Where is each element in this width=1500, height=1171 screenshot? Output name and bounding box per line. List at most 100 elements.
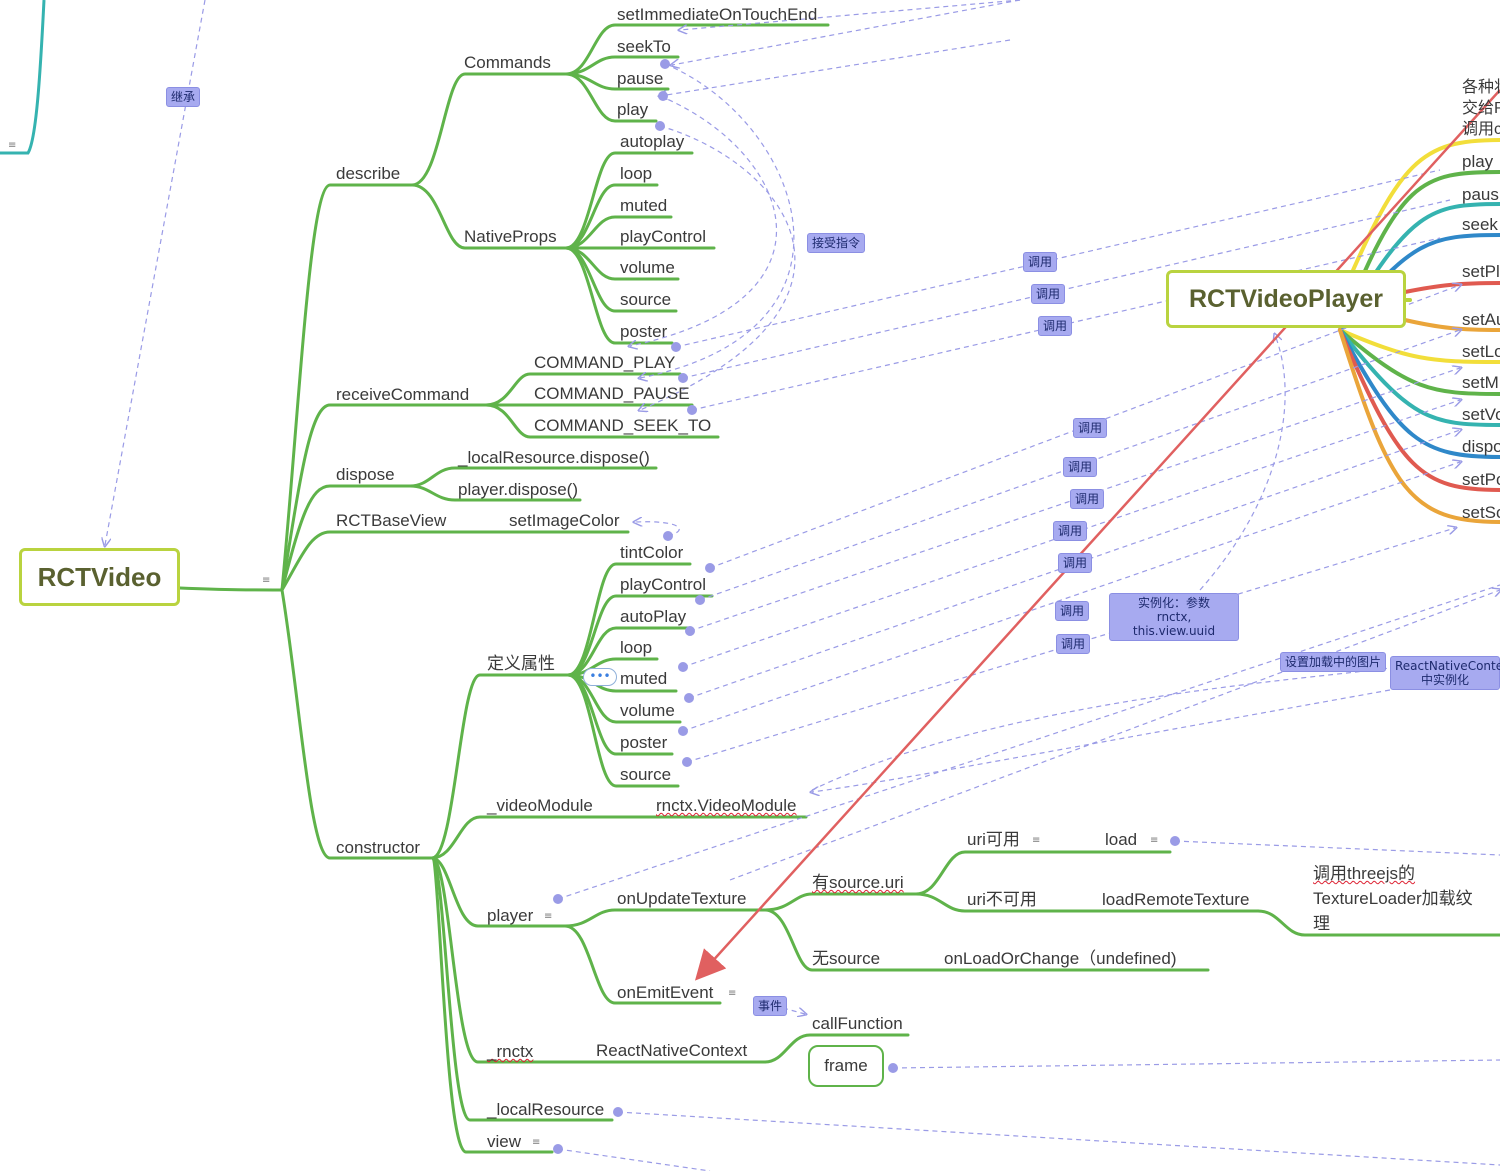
branch-player[interactable]: player	[487, 906, 534, 925]
branch-receive-command[interactable]: receiveCommand	[336, 385, 470, 404]
native-prop-item[interactable]: muted	[620, 196, 668, 215]
instantiate-tag-line: rnctx, this.view.uuid	[1132, 610, 1216, 638]
no-source-node[interactable]: 无source	[812, 949, 881, 968]
dispose-item[interactable]: _localResource.dispose()	[458, 448, 650, 467]
right-note-line: 调用c	[1462, 121, 1500, 138]
player-method-item[interactable]: paus	[1462, 185, 1499, 204]
root-node-rctvideo[interactable]: RCTVideo	[19, 548, 180, 606]
has-source-uri-node[interactable]: 有source.uri	[812, 873, 904, 893]
on-emit-event-node[interactable]: onEmitEvent	[617, 983, 714, 1002]
command-item[interactable]: pause	[617, 69, 664, 88]
call-tag[interactable]: 调用	[1038, 316, 1073, 336]
teal-edge	[0, 0, 46, 155]
player-method-item[interactable]: setPl	[1462, 262, 1500, 281]
define-prop-item[interactable]: source	[620, 765, 672, 784]
root-node-rctvideoplayer[interactable]: RCTVideoPlayer	[1166, 270, 1406, 328]
call-tag[interactable]: 调用	[1058, 553, 1093, 573]
branch-rnctx-label: _rnctx	[487, 1042, 534, 1061]
branch-native-props[interactable]: NativeProps	[464, 227, 557, 246]
native-prop-item[interactable]: loop	[620, 164, 653, 183]
call-tag[interactable]: 调用	[1056, 634, 1091, 654]
branch-dispose[interactable]: dispose	[336, 465, 395, 484]
tree-branches	[178, 23, 1500, 1154]
collapse-toggle[interactable]: •••	[583, 668, 617, 686]
native-prop-item[interactable]: poster	[620, 322, 668, 341]
define-prop-item[interactable]: poster	[620, 733, 668, 752]
note-icon: ≡	[1032, 835, 1041, 846]
define-prop-item[interactable]: volume	[620, 701, 675, 720]
event-tag[interactable]: 事件	[753, 996, 788, 1016]
receive-command-item[interactable]: COMMAND_PLAY	[534, 353, 676, 372]
branch-rnctx[interactable]: _rnctx	[487, 1042, 533, 1062]
player-method-item[interactable]: setSo	[1462, 503, 1500, 522]
load-remote-texture-node[interactable]: loadRemoteTexture	[1102, 890, 1250, 909]
receive-command-item[interactable]: COMMAND_PAUSE	[534, 384, 690, 403]
set-image-color-node[interactable]: setImageColor	[509, 511, 620, 530]
branch-describe[interactable]: describe	[336, 164, 401, 183]
branch-view[interactable]: view	[487, 1132, 522, 1151]
receive-command-item[interactable]: COMMAND_SEEK_TO	[534, 416, 712, 435]
player-method-item[interactable]: play	[1462, 152, 1494, 171]
branch-local-resource[interactable]: _localResource	[487, 1100, 605, 1119]
player-method-item[interactable]: seek	[1462, 215, 1498, 234]
call-tag[interactable]: 调用	[1031, 284, 1066, 304]
call-tag[interactable]: 调用	[1070, 489, 1105, 509]
red-arrow	[694, 89, 1500, 981]
player-method-item[interactable]: dispo	[1462, 437, 1500, 456]
define-prop-item[interactable]: autoPlay	[620, 607, 687, 626]
define-prop-item[interactable]: playControl	[620, 575, 706, 594]
branch-rct-base-view[interactable]: RCTBaseView	[336, 511, 447, 530]
threejs-note-line: 调用threejs的	[1313, 864, 1416, 883]
note-icon: ≡	[8, 140, 17, 151]
branch-commands[interactable]: Commands	[464, 53, 551, 72]
branch-define-props[interactable]: 定义属性	[487, 654, 555, 673]
native-prop-item[interactable]: volume	[620, 258, 675, 277]
player-method-item[interactable]: setPo	[1462, 470, 1500, 489]
inherit-tag[interactable]: 继承	[166, 87, 201, 107]
native-prop-item[interactable]: source	[620, 290, 672, 309]
command-item[interactable]: setImmediateOnTouchEnd	[617, 5, 818, 24]
rn-context-tag-line: 中实例化	[1420, 673, 1469, 687]
call-tag[interactable]: 调用	[1055, 601, 1090, 621]
player-method-item[interactable]: setM	[1462, 373, 1499, 392]
call-tag[interactable]: 调用	[1053, 521, 1088, 541]
player-method-item[interactable]: setAu	[1462, 310, 1500, 329]
frame-node[interactable]: frame	[808, 1045, 884, 1087]
command-item[interactable]: play	[617, 100, 649, 119]
instantiate-tag[interactable]: 实例化：参数 rnctx, this.view.uuid	[1109, 593, 1239, 641]
uri-available-node[interactable]: uri可用	[967, 830, 1020, 849]
native-prop-item[interactable]: autoplay	[620, 132, 685, 151]
dispose-item[interactable]: player.dispose()	[458, 480, 579, 499]
video-module-value[interactable]: rnctx.VideoModule	[656, 796, 797, 815]
on-load-or-change-node[interactable]: onLoadOrChange（undefined)	[944, 949, 1177, 968]
threejs-note-line: 理	[1313, 914, 1330, 933]
rn-context-instantiate-tag[interactable]: ReactNativeConte 中实例化	[1390, 656, 1500, 690]
dashed-links	[105, 0, 1500, 1171]
call-tag[interactable]: 调用	[1073, 418, 1108, 438]
threejs-note-line: TextureLoader加载纹	[1313, 889, 1473, 908]
set-loading-image-tag[interactable]: 设置加载中的图片	[1280, 652, 1387, 672]
call-tag[interactable]: 调用	[1063, 457, 1098, 477]
on-update-texture-node[interactable]: onUpdateTexture	[617, 889, 747, 908]
branch-constructor[interactable]: constructor	[336, 838, 421, 857]
command-item[interactable]: seekTo	[617, 37, 671, 56]
call-tag[interactable]: 调用	[1023, 252, 1058, 272]
call-function-node[interactable]: callFunction	[812, 1014, 903, 1033]
uri-unavailable-node[interactable]: uri不可用	[967, 890, 1037, 909]
branch-video-module[interactable]: _videoModule	[487, 796, 593, 815]
load-node[interactable]: load	[1105, 830, 1138, 849]
native-prop-item[interactable]: playControl	[620, 227, 706, 246]
right-note-line: 交给R	[1462, 100, 1500, 117]
receive-command-tag[interactable]: 接受指令	[807, 233, 866, 253]
define-prop-item[interactable]: muted	[620, 669, 668, 688]
note-icon: ≡	[1150, 835, 1159, 846]
define-prop-item[interactable]: loop	[620, 638, 653, 657]
define-prop-item[interactable]: tintColor	[620, 543, 684, 562]
player-method-item[interactable]: setVo	[1462, 405, 1500, 424]
note-icon: ≡	[262, 575, 271, 586]
rnctx-value[interactable]: ReactNativeContext	[596, 1041, 748, 1060]
note-icon: ≡	[728, 988, 737, 999]
player-method-item[interactable]: setLo	[1462, 342, 1500, 361]
